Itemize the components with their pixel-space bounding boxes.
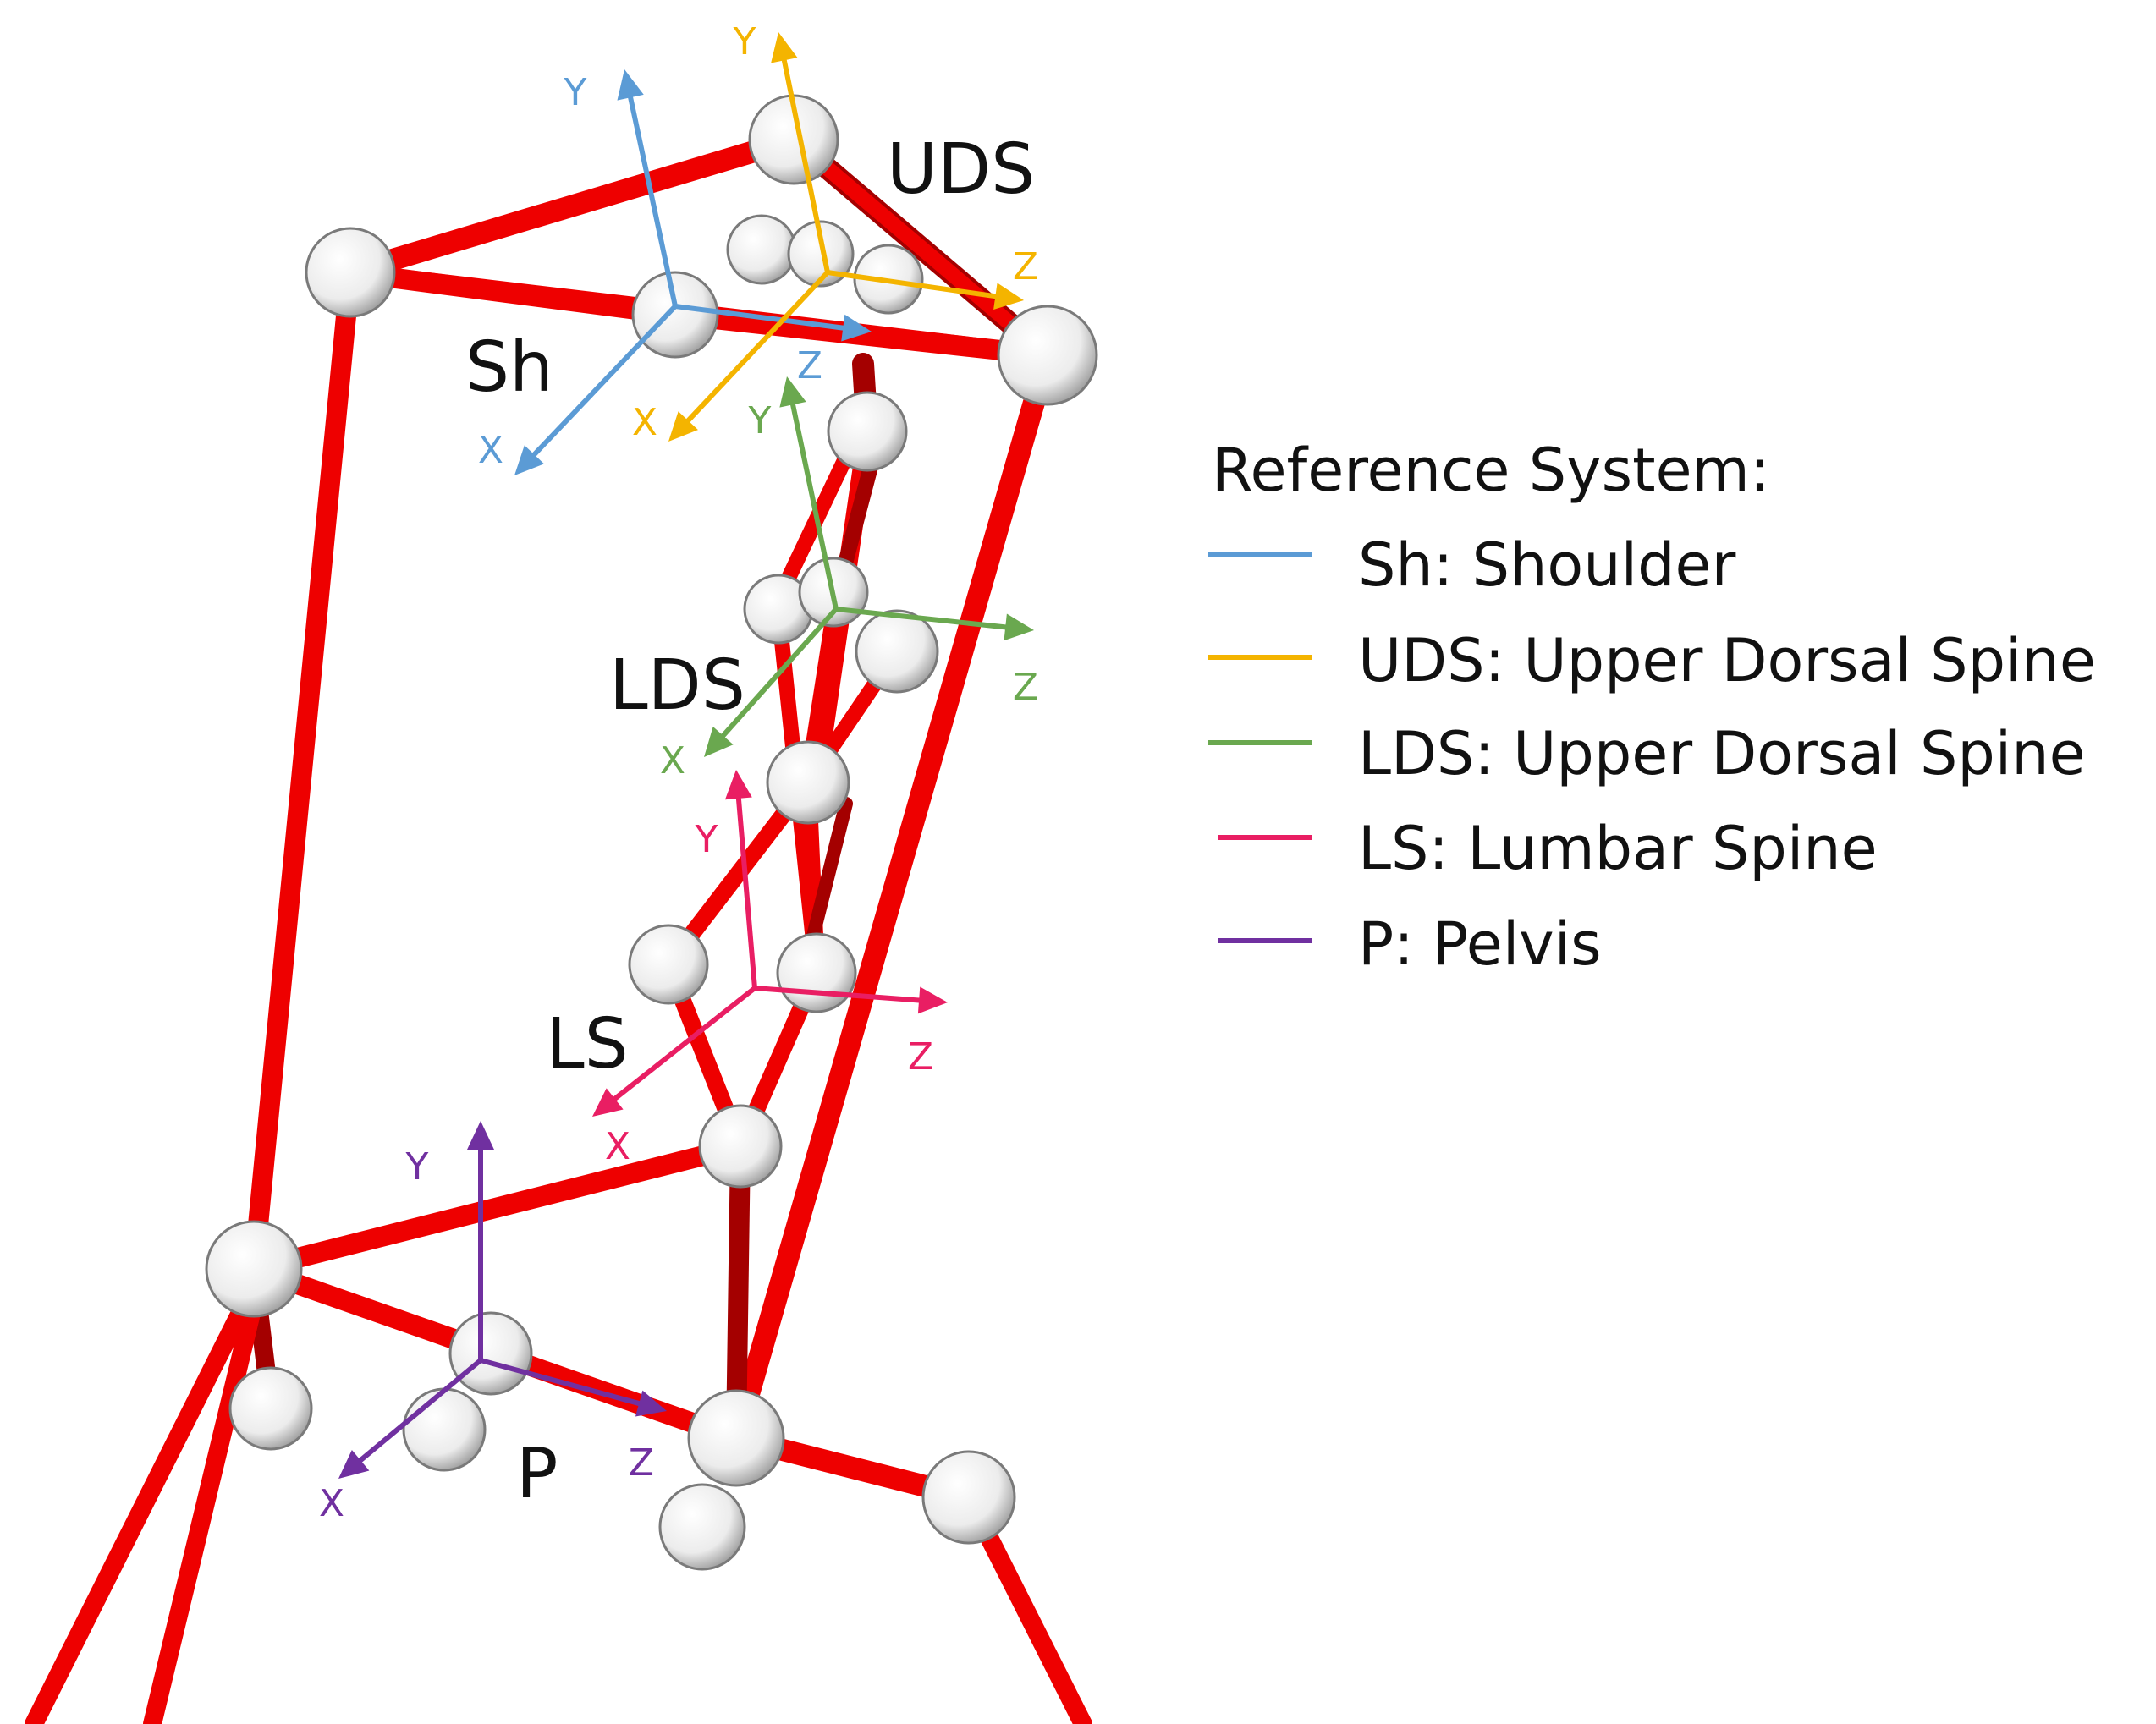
x-axis-letter: X bbox=[632, 401, 657, 444]
z-axis-line bbox=[825, 270, 998, 299]
skeleton-joint bbox=[658, 1483, 746, 1571]
legend-title: Reference System: bbox=[1212, 436, 1769, 505]
x-axis-line bbox=[720, 607, 839, 738]
skeleton-joints bbox=[205, 94, 1098, 1571]
y-axis-line bbox=[735, 795, 757, 991]
skeleton-joint bbox=[997, 305, 1098, 406]
x-axis-arrowhead bbox=[592, 1088, 624, 1117]
bone-segment bbox=[244, 1136, 751, 1279]
skeleton-joint bbox=[698, 1104, 783, 1189]
bone-segment bbox=[244, 262, 360, 1279]
skeleton-joint bbox=[855, 609, 939, 694]
legend-item-lower-dorsal: LDS: Upper Dorsal Spine bbox=[1358, 719, 2086, 788]
skeleton-joint bbox=[827, 391, 908, 472]
legend-item-shoulder: Sh: Shoulder bbox=[1358, 530, 1736, 600]
y-axis-letter: Y bbox=[405, 1145, 429, 1189]
bone-segment bbox=[665, 305, 1058, 365]
z-axis-arrowhead bbox=[993, 283, 1024, 310]
y-axis-arrowhead bbox=[724, 770, 752, 800]
bone-segment bbox=[143, 1293, 263, 1724]
x-axis-line bbox=[685, 270, 830, 424]
skeleton-joint bbox=[628, 924, 709, 1005]
legend: Reference System: Sh: Shoulder UDS: Uppe… bbox=[1208, 436, 2096, 979]
x-axis-arrowhead bbox=[668, 411, 698, 442]
legend-item-upper-dorsal: UDS: Upper Dorsal Spine bbox=[1358, 626, 2096, 695]
x-axis-arrowhead bbox=[338, 1449, 370, 1479]
y-axis-arrowhead bbox=[771, 32, 798, 63]
skeleton-joint bbox=[631, 271, 719, 359]
axes-shoulder: XYZ bbox=[478, 69, 872, 475]
y-axis-arrowhead bbox=[779, 376, 806, 408]
skeleton-joint bbox=[766, 740, 850, 825]
y-axis-letter: Y bbox=[564, 71, 587, 114]
bone-segment bbox=[25, 1277, 263, 1724]
label-lds: LDS bbox=[609, 645, 745, 726]
legend-item-pelvis: P: Pelvis bbox=[1358, 909, 1602, 979]
x-axis-arrowhead bbox=[514, 445, 545, 475]
bone-segment bbox=[786, 132, 1055, 363]
axes-upper_dorsal: XYZ bbox=[632, 20, 1038, 444]
x-axis-arrowhead bbox=[704, 726, 734, 757]
z-axis-line bbox=[478, 1358, 642, 1407]
y-axis-letter: Y bbox=[733, 20, 756, 63]
skeleton-joint bbox=[228, 1366, 313, 1451]
z-axis-arrowhead bbox=[917, 986, 948, 1014]
label-uds: UDS bbox=[887, 129, 1035, 210]
skeleton-joint bbox=[402, 1387, 487, 1472]
skeleton-joint bbox=[776, 932, 857, 1013]
skeleton-joint bbox=[687, 1389, 785, 1487]
label-sh: Sh bbox=[465, 327, 553, 408]
bone-segment bbox=[339, 129, 805, 283]
bone-segment bbox=[726, 1136, 751, 1448]
y-axis-letter: Y bbox=[748, 399, 772, 442]
axes-lumbar: X Y Z bbox=[592, 770, 948, 1168]
x-axis-line bbox=[612, 986, 757, 1101]
skeleton-joint bbox=[205, 1220, 303, 1318]
skeleton-joint bbox=[448, 1311, 533, 1396]
y-axis-arrowhead bbox=[617, 69, 644, 101]
y-axis-line bbox=[790, 402, 839, 612]
bone-segment bbox=[725, 344, 1059, 1449]
x-axis-letter: X bbox=[660, 739, 685, 782]
z-axis-line bbox=[673, 304, 846, 331]
label-ls: LS bbox=[546, 1004, 629, 1084]
y-axis-line bbox=[628, 95, 678, 309]
x-axis-line bbox=[358, 1358, 483, 1463]
z-axis-letter: Z bbox=[797, 344, 822, 387]
axes-pelvis: X Y Z bbox=[319, 1121, 667, 1525]
x-axis-letter: X bbox=[319, 1482, 344, 1525]
z-axis-arrowhead bbox=[841, 314, 872, 342]
y-axis-letter: Y bbox=[695, 818, 718, 861]
x-axis-letter: X bbox=[605, 1125, 630, 1168]
z-axis-arrowhead bbox=[635, 1390, 667, 1417]
z-axis-letter: Z bbox=[629, 1441, 654, 1485]
z-axis-arrowhead bbox=[1004, 613, 1034, 641]
skeleton-joint bbox=[921, 1450, 1016, 1545]
z-axis-letter: Z bbox=[1013, 245, 1038, 288]
x-axis-line bbox=[531, 304, 678, 458]
y-axis-arrowhead bbox=[467, 1121, 494, 1150]
label-p: P bbox=[516, 1434, 558, 1514]
skeleton-joint bbox=[787, 220, 855, 288]
x-axis-letter: X bbox=[478, 429, 503, 472]
z-axis-line bbox=[833, 607, 1009, 630]
z-axis-letter: Z bbox=[908, 1035, 933, 1079]
axes-lower_dorsal: X Y Z bbox=[660, 376, 1038, 782]
z-axis-line bbox=[752, 986, 922, 1003]
z-axis-letter: Z bbox=[1013, 666, 1038, 709]
legend-item-lumbar: LS: Lumbar Spine bbox=[1358, 814, 1878, 883]
skeleton-joint bbox=[726, 214, 797, 285]
y-axis-line bbox=[781, 58, 830, 275]
skeleton-joint bbox=[305, 227, 396, 318]
